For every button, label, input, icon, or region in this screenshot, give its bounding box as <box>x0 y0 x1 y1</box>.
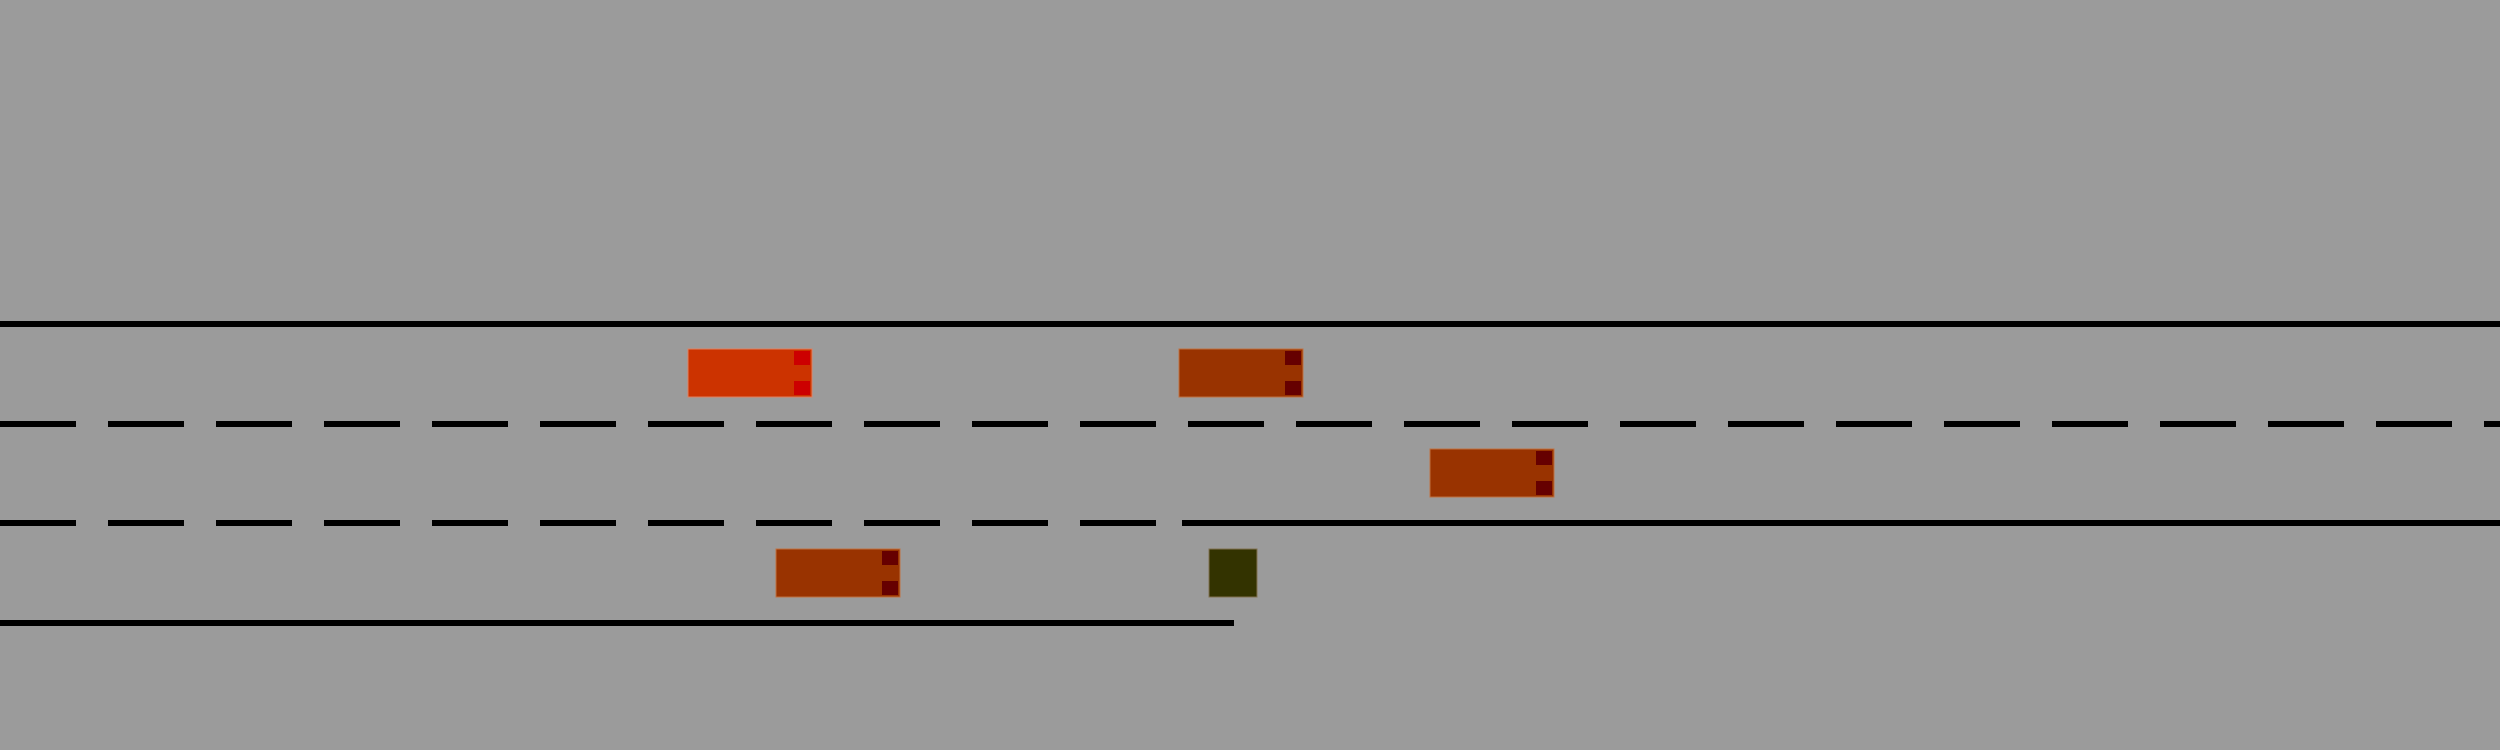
vehicle-body <box>775 548 901 598</box>
vehicle-headlight <box>1285 381 1301 395</box>
vehicle-headlight <box>1285 351 1301 365</box>
vehicle-body <box>1178 348 1304 398</box>
vehicle-ego <box>687 348 813 398</box>
vehicle-traffic <box>1178 348 1304 398</box>
vehicle-traffic <box>775 548 901 598</box>
vehicle-body <box>687 348 813 398</box>
lane-end-obstacle <box>1208 548 1258 598</box>
vehicle-headlight <box>882 551 898 565</box>
vehicle-headlight <box>794 381 810 395</box>
vehicle-headlight <box>1536 481 1552 495</box>
vehicle-headlight <box>794 351 810 365</box>
vehicle-traffic <box>1429 448 1555 498</box>
vehicle-headlight <box>882 581 898 595</box>
vehicle-headlight <box>1536 451 1552 465</box>
vehicle-body <box>1429 448 1555 498</box>
road-markings <box>0 321 2500 626</box>
